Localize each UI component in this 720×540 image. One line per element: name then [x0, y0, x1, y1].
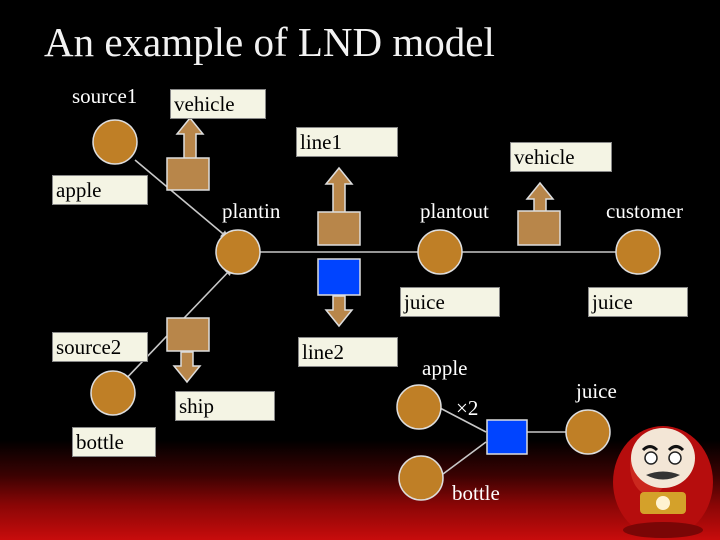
source2-node: [90, 370, 136, 416]
label-line1: line1: [296, 127, 398, 158]
source1-node: [92, 119, 138, 165]
label-apple-bottom: apple: [422, 356, 468, 380]
slide-title: An example of LND model: [44, 19, 495, 65]
juice-node: [565, 409, 611, 455]
label-plantin: plantin: [222, 199, 281, 223]
label-source2: source2: [52, 332, 148, 363]
label-vehicle-top: vehicle: [170, 89, 266, 120]
label-vehicle-right: vehicle: [510, 142, 612, 173]
ship-arc-box: [166, 317, 210, 352]
vehicle-right-up-arrow: [525, 181, 555, 214]
vehicle-right-arc-box: [517, 210, 561, 246]
label-plantout: plantout: [420, 199, 489, 223]
label-times2: ×2: [456, 396, 479, 420]
label-bottle-bottom: bottle: [452, 481, 500, 505]
label-line2: line2: [298, 337, 398, 368]
label-source1: source1: [72, 84, 138, 108]
plantout-node: [417, 229, 463, 275]
vehicle-up-arrow: [175, 116, 205, 160]
label-juice-mid: juice: [400, 287, 500, 318]
daruma-doll-icon: [613, 426, 713, 538]
label-ship: ship: [175, 391, 275, 422]
label-customer: customer: [606, 199, 683, 223]
line2-down-arrow: [324, 295, 354, 328]
assembly-process-box: [486, 419, 528, 455]
vehicle-arc-box: [166, 157, 210, 191]
label-apple-left: apple: [52, 175, 148, 206]
ship-down-arrow: [172, 351, 202, 384]
plantin-node: [215, 229, 261, 275]
line2-process-box: [317, 258, 361, 296]
arc-source1-plantin: [134, 159, 229, 239]
arc-apple-assembly: [439, 407, 487, 433]
bottle-node: [398, 455, 444, 501]
label-juice-bottom: juice: [576, 379, 617, 403]
label-juice-right: juice: [588, 287, 688, 318]
apple-node: [396, 384, 442, 430]
line1-up-arrow: [324, 166, 354, 214]
label-bottle-left: bottle: [72, 427, 156, 458]
line1-arc-box: [317, 211, 361, 246]
arc-bottle-assembly: [442, 441, 487, 475]
customer-node: [615, 229, 661, 275]
